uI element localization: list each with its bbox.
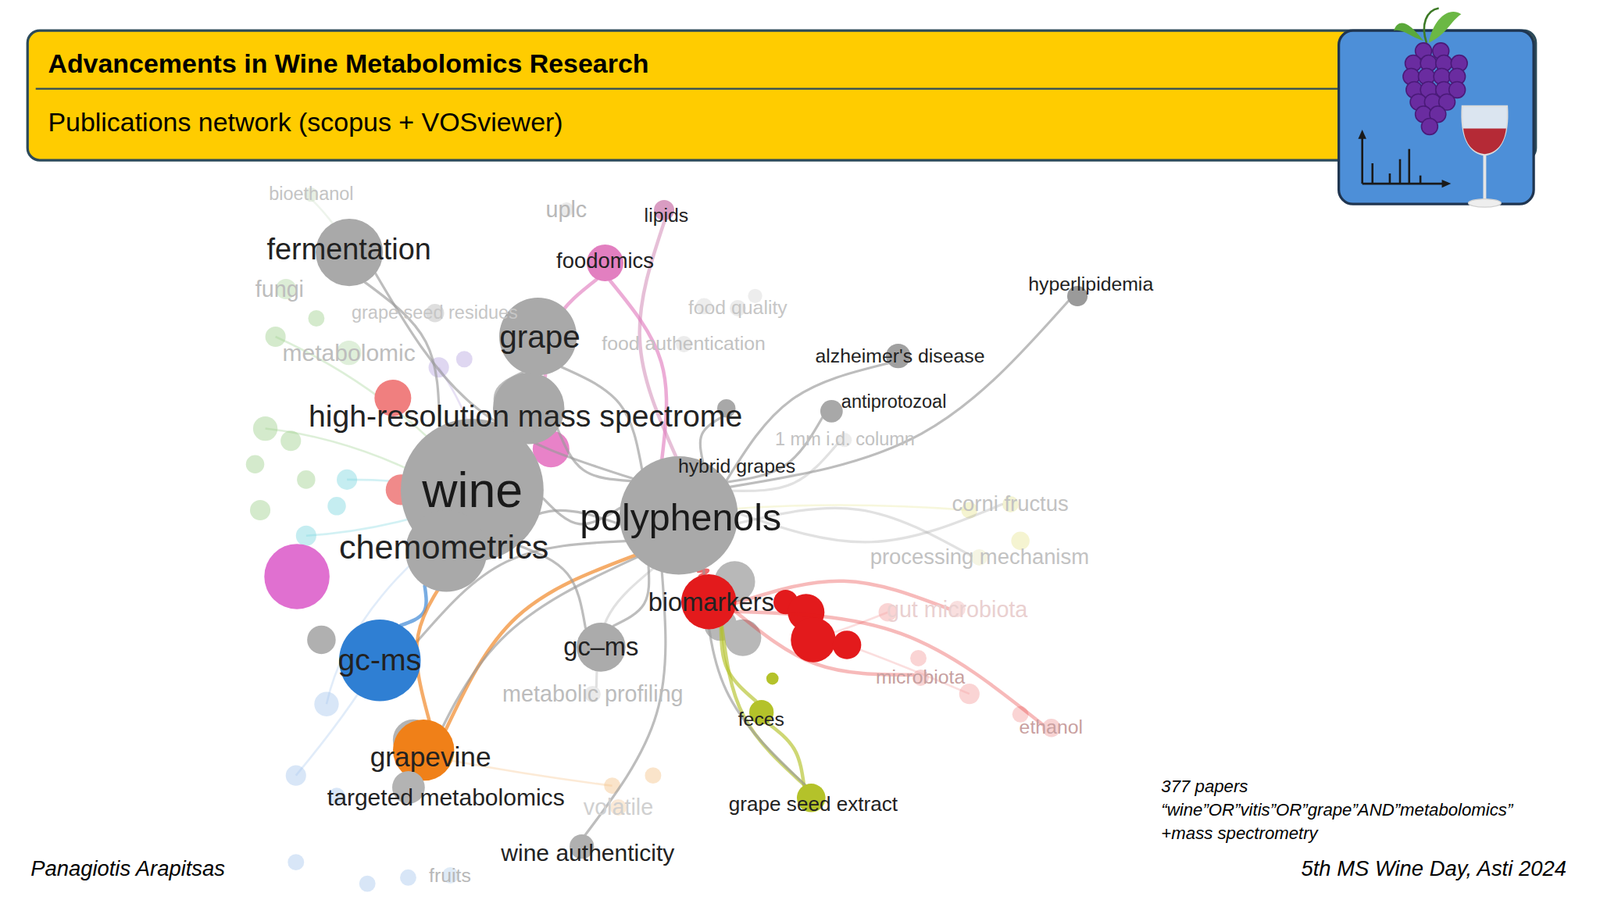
- background-network: [265, 199, 970, 786]
- slide-subtitle: Publications network (scopus + VOSviewer…: [47, 107, 563, 137]
- keyword-label: ethanol: [1019, 717, 1083, 738]
- keyword-node: food quality: [729, 300, 747, 317]
- keyword-label: fruits: [428, 865, 472, 886]
- co-occurrence-link: [610, 281, 667, 459]
- keyword-label: polyphenols: [579, 498, 782, 536]
- keyword-label: fungi: [255, 277, 304, 300]
- keyword-label: grape seed residues: [351, 303, 518, 323]
- co-occurrence-link: [557, 428, 631, 482]
- keyword-node: alzheimer's disease: [885, 343, 911, 368]
- keyword-node: feces: [749, 700, 774, 725]
- keyword-node: volatile: [610, 799, 627, 816]
- header-band: [27, 30, 1536, 161]
- co-occurrence-link: [735, 610, 913, 675]
- node-circle-shape: [820, 400, 843, 423]
- keyword-node: targeted metabolomics: [392, 771, 425, 804]
- wine-icon: [1339, 7, 1534, 208]
- keyword-node: fermentation: [315, 218, 383, 286]
- background-circles: [246, 289, 1030, 893]
- keyword-label: foodomics: [556, 250, 654, 272]
- keyword-label: food authentication: [601, 334, 766, 354]
- note-text: “wine”OR”vitis”OR”grape”AND”metabolomics…: [1160, 800, 1513, 820]
- keyword-node: metabolomic: [336, 340, 361, 365]
- keyword-node: wine authenticity: [569, 834, 594, 859]
- keyword-label: antiprotozoal: [841, 392, 947, 412]
- keyword-node: fungi: [275, 278, 297, 300]
- keyword-node: grapevine: [392, 719, 454, 781]
- keyword-label: gc-ms: [338, 644, 422, 675]
- keyword-label: grape: [499, 321, 581, 353]
- keyword-node: biomarkers: [681, 574, 737, 630]
- keyword-label: wine: [421, 465, 523, 515]
- keyword-label: feces: [738, 709, 785, 729]
- keyword-node: processing mechanism: [971, 549, 988, 566]
- keyword-node: gut microbiota: [949, 600, 966, 618]
- note-text: 377 papers: [1160, 777, 1248, 797]
- keyword-label: bioethanol: [268, 185, 354, 205]
- keyword-node: gc–ms: [576, 622, 626, 672]
- keyword-node: corni fructus: [1002, 496, 1019, 513]
- keyword-node: ethanol: [1042, 718, 1061, 738]
- co-occurrence-link: [735, 611, 1043, 725]
- node-circle: [820, 400, 843, 423]
- keyword-node: microbiota: [912, 669, 929, 686]
- keyword-label: metabolic profiling: [502, 682, 683, 706]
- keyword-label: hybrid grapes: [678, 456, 796, 476]
- keyword-label: high-resolution mass spectrome: [308, 400, 743, 432]
- keyword-node: chemometrics: [405, 510, 487, 592]
- keyword-node: 1 mm i.d. column: [837, 432, 852, 447]
- keyword-label: grape seed extract: [728, 793, 898, 815]
- keyword-label: gc–ms: [563, 634, 639, 661]
- slide-title: Advancements in Wine Metabolomics Resear…: [47, 49, 649, 79]
- keyword-label: hyperlipidemia: [1028, 275, 1154, 295]
- keyword-label: chemometrics: [339, 531, 549, 565]
- keyword-label: microbiota: [875, 667, 965, 688]
- keyword-label: wine authenticity: [500, 841, 675, 865]
- keyword-label: corni fructus: [951, 492, 1068, 515]
- keyword-label: lipids: [644, 205, 690, 225]
- keyword-node: grape seed extract: [796, 783, 826, 813]
- keyword-node: uplc: [559, 202, 574, 217]
- keyword-label: targeted metabolomics: [327, 785, 565, 810]
- keyword-label: biomarkers: [648, 589, 775, 615]
- keyword-node: bioethanol: [303, 187, 318, 202]
- keyword-label: volatile: [583, 796, 654, 819]
- keyword-label: fermentation: [266, 235, 431, 265]
- header-rule: [35, 88, 1340, 90]
- keyword-label: gut microbiota: [886, 597, 1028, 621]
- author-name: Panagiotis Arapitsas: [30, 857, 225, 881]
- keyword-label: metabolomic: [282, 341, 416, 365]
- keyword-node: lipids: [653, 200, 675, 221]
- keyword-label: 1 mm i.d. column: [775, 430, 915, 450]
- keyword-label: food quality: [688, 298, 788, 318]
- keyword-node: metabolic profiling: [584, 685, 601, 703]
- keyword-node: hyperlipidemia: [1067, 285, 1088, 307]
- keyword-label: processing mechanism: [870, 546, 1090, 568]
- keyword-node: antiprotozoal: [820, 400, 843, 423]
- event-name: 5th MS Wine Day, Asti 2024: [1300, 857, 1566, 881]
- keyword-node: grape seed residues: [425, 303, 445, 323]
- keyword-label: uplc: [546, 197, 588, 221]
- keyword-node: foodomics: [586, 244, 624, 282]
- keyword-node: food authentication: [675, 335, 693, 353]
- keyword-label: alzheimer's disease: [814, 346, 985, 366]
- keyword-node: fruits: [442, 867, 459, 884]
- keyword-label: grapevine: [370, 742, 492, 771]
- note-text: +mass spectrometry: [1160, 824, 1318, 843]
- keyword-node: gc-ms: [339, 619, 421, 701]
- node-circle-shape: [717, 399, 736, 418]
